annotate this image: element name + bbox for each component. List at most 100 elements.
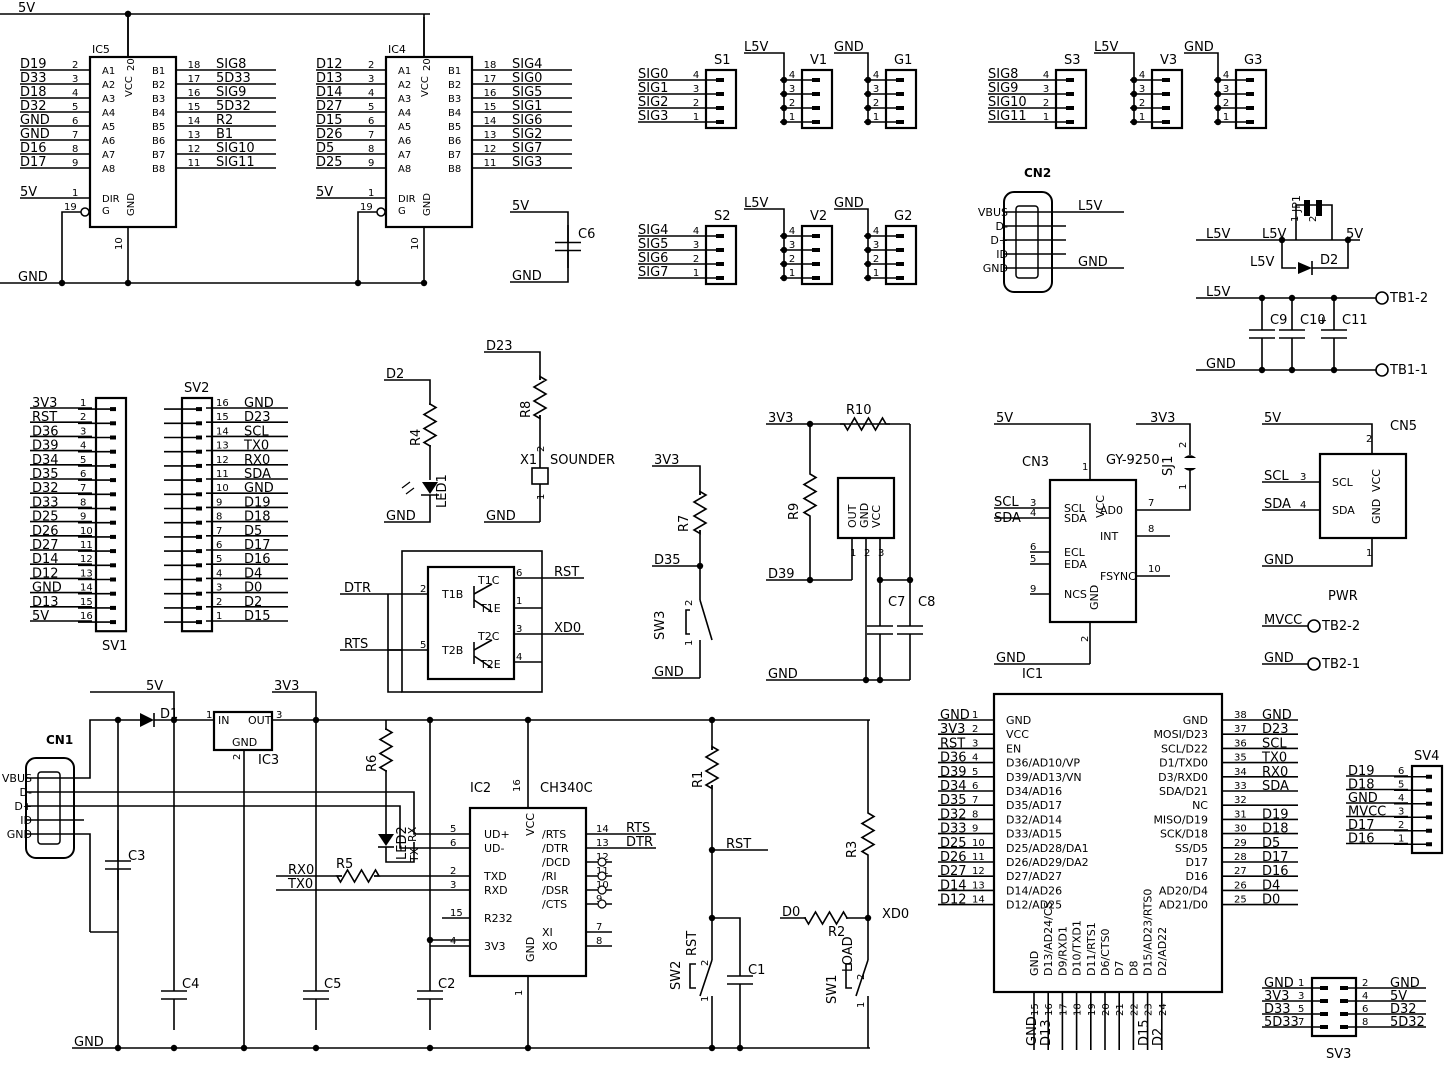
- pin-number: 15: [80, 597, 93, 608]
- pin-number: 7: [1148, 498, 1154, 509]
- pin-label: EDA: [1064, 558, 1087, 571]
- pin-number: 13: [188, 130, 201, 141]
- net-label: D32: [32, 481, 59, 496]
- junction-dot: [906, 576, 914, 584]
- pin-number: 28: [1234, 852, 1247, 863]
- net-label: D32: [20, 99, 47, 114]
- pin-label: D16: [1186, 870, 1208, 883]
- net-label: RTS: [344, 637, 368, 652]
- net-label: D16: [20, 141, 47, 156]
- net-label: D5: [1262, 836, 1280, 851]
- net-label: GND: [32, 581, 62, 596]
- pin-number: 2: [1043, 98, 1049, 109]
- pin-number: 20: [422, 58, 433, 71]
- esp32-module: [992, 692, 1224, 994]
- pin-number: 26: [1234, 880, 1247, 891]
- pin-number: 24: [1158, 1003, 1169, 1016]
- net-label: D15: [1137, 1019, 1152, 1046]
- pin-label: D7: [1113, 961, 1126, 976]
- pin-number: 14: [80, 583, 93, 594]
- wire-jp1: [1295, 204, 1333, 240]
- header-pin-pad: [196, 463, 202, 468]
- pin-number: 12: [216, 455, 229, 466]
- net-label: SCL: [1262, 736, 1287, 751]
- component-ref: C5: [324, 977, 341, 992]
- pin-number: 9: [80, 512, 86, 523]
- pin-number: 4: [972, 753, 978, 764]
- header-pin-pad: [110, 577, 116, 582]
- net-label: SIG8: [216, 57, 246, 72]
- pin-number: 18: [188, 60, 201, 71]
- pin-number: 2: [536, 446, 547, 452]
- pin-number: 9: [596, 894, 602, 905]
- header-pin-pad: [716, 262, 724, 266]
- pin-number: 2: [1080, 636, 1091, 642]
- pin-number: 3: [972, 738, 978, 749]
- junction-dot: [862, 676, 870, 684]
- pin-number: 2: [368, 60, 374, 71]
- pin-label: A8: [398, 164, 411, 175]
- pin-number: 19: [1087, 1003, 1098, 1016]
- net-label: 5V: [18, 1, 35, 16]
- pin-number: 4: [693, 70, 699, 81]
- pin-label: B6: [152, 136, 165, 147]
- pin-number: 8: [72, 144, 78, 155]
- pin-label: A7: [102, 150, 115, 161]
- usb-connector-inner: [1015, 205, 1039, 279]
- switch-sw1: [855, 959, 869, 997]
- pin-label: OUT: [248, 714, 272, 727]
- pin-number: 6: [368, 116, 374, 127]
- pin-label: A4: [102, 108, 115, 119]
- net-label: D26: [32, 524, 59, 539]
- pin-label: B3: [152, 94, 165, 105]
- header-pin-pad: [812, 276, 820, 280]
- net-label: D17: [1348, 818, 1375, 833]
- net-label: 3V3: [940, 722, 965, 737]
- header-pin-pad: [1246, 106, 1254, 110]
- pin-number: 2: [232, 754, 243, 760]
- net-label: RX0: [288, 863, 314, 878]
- pin-number: 27: [1234, 866, 1247, 877]
- pin-number: 9: [1030, 584, 1036, 595]
- transistor: [473, 599, 493, 613]
- net-label: GND: [244, 481, 274, 496]
- jp1-ref: JP1: [1290, 195, 1303, 213]
- wire: [384, 379, 431, 405]
- junction-dot: [806, 576, 814, 584]
- pin-label: D34/AD16: [1006, 785, 1062, 798]
- pin-number: 18: [1073, 1003, 1084, 1016]
- pin-label: T2C: [477, 630, 500, 643]
- net-label: GND: [1264, 553, 1294, 568]
- junction-dot: [1288, 294, 1296, 302]
- header-pin-pad: [1426, 842, 1432, 847]
- wire: [1281, 240, 1296, 269]
- component-ref: C10: [1300, 313, 1326, 328]
- ic4-ref: IC4: [388, 43, 406, 56]
- pin-number: 15: [450, 908, 463, 919]
- pin-label: MISO/D19: [1153, 813, 1208, 826]
- pin-number: 9: [72, 158, 78, 169]
- pin-number: 4: [1139, 70, 1145, 81]
- pin-label: OUT: [846, 504, 859, 528]
- net-label: D33: [32, 495, 59, 510]
- pin-label: /CTS: [542, 898, 567, 911]
- pin-label: A2: [102, 80, 115, 91]
- net-label: D17: [244, 538, 271, 553]
- component-ref: C8: [918, 595, 935, 610]
- header-pin-pad: [716, 106, 724, 110]
- pin-label: A6: [398, 136, 411, 147]
- net-label: SIG1: [638, 81, 668, 96]
- vcc-label: VCC: [1094, 495, 1107, 518]
- pin-label: A1: [102, 66, 115, 77]
- pin-number: 3: [72, 74, 78, 85]
- pin-label: A8: [102, 164, 115, 175]
- pin-label: A1: [398, 66, 411, 77]
- net-label: D36: [32, 424, 59, 439]
- wire: [484, 351, 541, 380]
- net-label: GND: [1262, 708, 1292, 723]
- wire-g: [61, 211, 81, 283]
- pin-label: GND: [1006, 714, 1031, 727]
- regulator-ic3: [212, 710, 274, 752]
- pin-number: 16: [188, 88, 201, 99]
- pin-number: 22: [1129, 1003, 1140, 1016]
